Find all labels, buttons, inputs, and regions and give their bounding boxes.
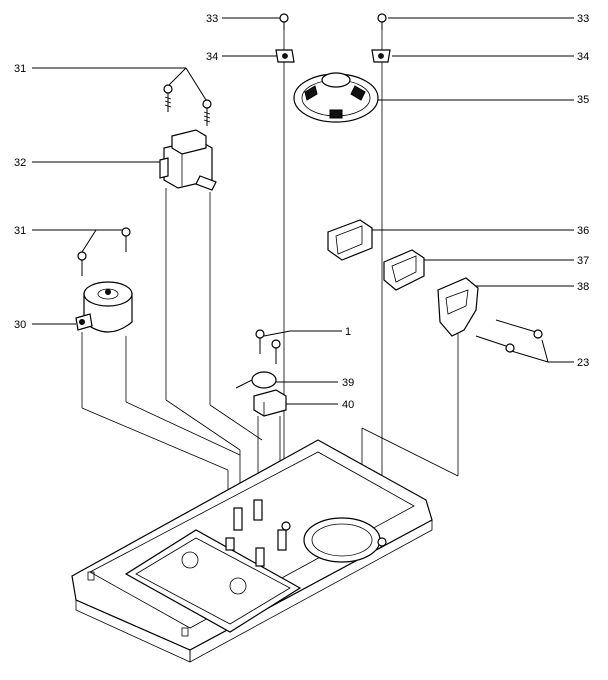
leader-lines	[32, 17, 574, 405]
callout-35: 35	[577, 94, 589, 106]
screw-31-top-b	[202, 99, 212, 126]
clip-34-right	[371, 49, 391, 63]
bracket-38	[437, 277, 479, 337]
bracket-37	[383, 249, 425, 291]
callout-32: 32	[14, 157, 26, 169]
screw-1-b	[271, 339, 281, 364]
callout-34-right: 34	[577, 51, 589, 63]
base-cabinet	[71, 439, 433, 663]
callout-40: 40	[342, 399, 354, 411]
screw-33-left	[279, 13, 289, 30]
callout-39: 39	[342, 377, 354, 389]
screw-1-a	[255, 329, 265, 354]
callout-33-left: 33	[206, 13, 218, 25]
bracket-36	[327, 219, 373, 261]
callout-33-right: 33	[577, 13, 589, 25]
callout-31-top: 31	[14, 63, 26, 75]
clip-34-left	[275, 49, 295, 63]
motor-30	[75, 281, 133, 333]
callout-30: 30	[14, 319, 26, 331]
screw-31-top-a	[163, 84, 173, 112]
switch-40	[253, 389, 287, 417]
screw-31-mid-a	[77, 251, 87, 276]
callout-1: 1	[345, 326, 351, 338]
callout-31-mid: 31	[14, 225, 26, 237]
knob-39	[235, 371, 277, 389]
callout-labels: 33 33 34 34 31 35 32 31 36 37 38 30 1 23…	[14, 13, 589, 411]
screw-33-right	[377, 13, 387, 30]
transformer-32	[159, 129, 217, 191]
screw-23-a	[495, 319, 543, 339]
callout-34-left: 34	[206, 51, 218, 63]
callout-36: 36	[577, 225, 589, 237]
callout-37: 37	[577, 255, 589, 267]
callout-38: 38	[577, 281, 589, 293]
screw-23-b	[475, 335, 515, 353]
speaker-35	[293, 72, 379, 123]
callout-23: 23	[577, 357, 589, 369]
screw-31-mid-b	[121, 227, 131, 252]
